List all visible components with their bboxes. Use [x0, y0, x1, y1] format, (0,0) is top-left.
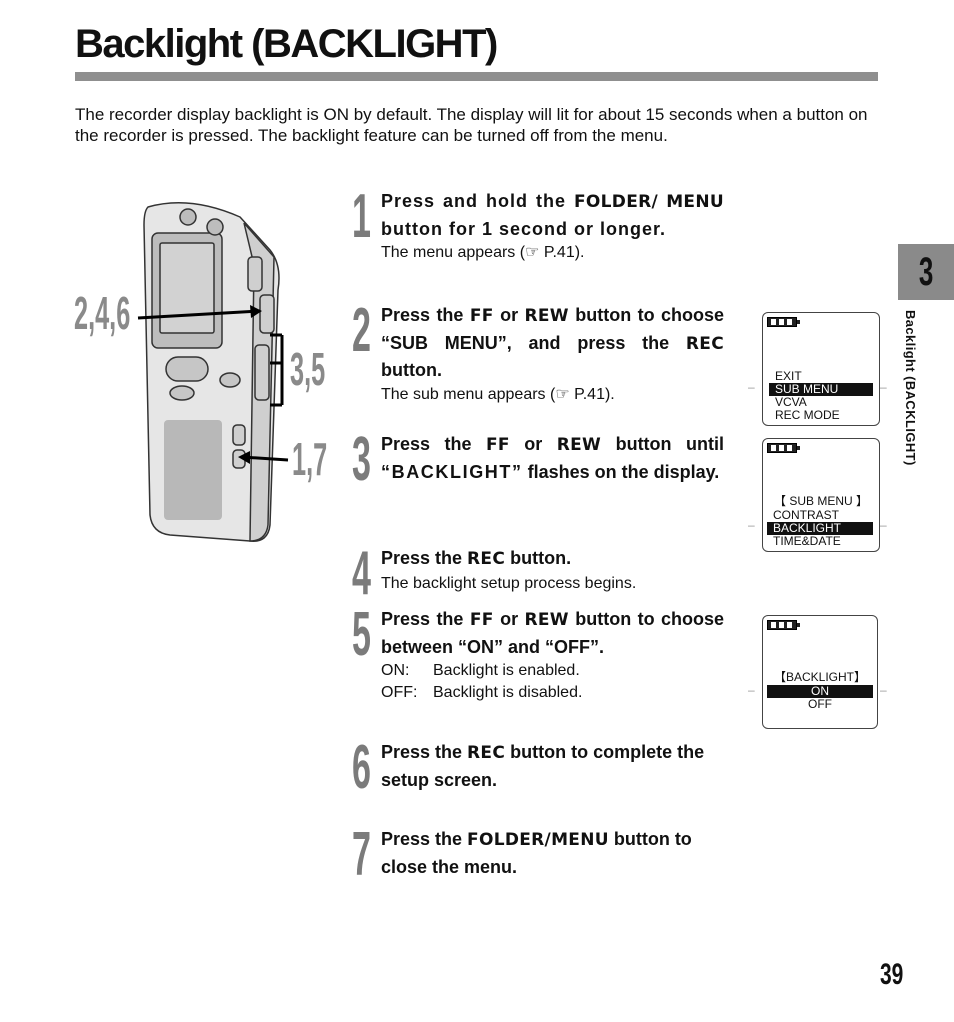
step-note: The menu appears (☞ P.41). [381, 244, 585, 261]
lcd-item: OFF [808, 697, 832, 711]
flash-marks: – [880, 518, 889, 532]
side-section-label: Backlight (BACKLIGHT) [903, 310, 918, 466]
flash-marks: – [748, 683, 757, 697]
step-3: 3 Press the FF or REW button until “BACK… [352, 429, 724, 491]
lcd-item: CONTRAST [773, 508, 839, 522]
step-number: 7 [352, 820, 371, 889]
figure-label-c: 1,7 [292, 433, 328, 485]
step-note: The sub menu appears (☞ P.41). [381, 385, 615, 403]
step-instruction: Press the FF or REW button to choose bet… [381, 609, 724, 657]
step-instruction: Press and hold the FOLDER/ MENU button f… [381, 191, 724, 239]
flash-marks: – [748, 518, 757, 532]
step-instruction: Press the REC button to complete the set… [381, 742, 705, 790]
lcd-item: TIME&DATE [773, 534, 841, 548]
lcd-item-selected: SUB MENU [769, 383, 873, 396]
battery-icon [767, 317, 800, 327]
lcd-item-selected: ON [767, 685, 873, 698]
intro-paragraph: The recorder display backlight is ON by … [75, 105, 868, 145]
step-instruction: Press the FF or REW button to choose “SU… [381, 305, 724, 380]
step-5: 5 Press the FF or REW button to choose b… [352, 600, 724, 704]
lcd-screen-submenu: 【 SUB MENU 】 CONTRAST BACKLIGHT TIME&DAT… [762, 438, 880, 552]
figure-label-a: 2,4,6 [74, 287, 131, 339]
step-2: 2 Press the FF or REW button to choose “… [352, 296, 724, 406]
lcd-screen-backlight: 【BACKLIGHT】 ON OFF [762, 615, 878, 729]
step-number: 5 [352, 600, 371, 669]
flash-marks: – [880, 380, 889, 394]
step-6: 6 Press the REC button to complete the s… [352, 737, 724, 799]
battery-icon [767, 620, 800, 630]
step-1: 1 Press and hold the FOLDER/ MENU button… [352, 182, 724, 264]
page-title: Backlight (BACKLIGHT) [75, 22, 498, 66]
step-4: 4 Press the REC button. The backlight se… [352, 543, 724, 605]
step-7: 7 Press the FOLDER/MENU button to close … [352, 824, 724, 886]
figure-label-b: 3,5 [290, 343, 326, 395]
chapter-tab: 3 [898, 244, 954, 300]
flash-marks: – [748, 380, 757, 394]
lcd-item: EXIT [775, 369, 802, 383]
step-instruction: Press the FOLDER/MENU button to close th… [381, 829, 692, 877]
step-number: 2 [352, 296, 371, 365]
lcd-item-selected: BACKLIGHT [767, 522, 873, 535]
page-number: 39 [880, 958, 904, 991]
recorder-illustration [137, 202, 289, 542]
lcd-header: 【 SUB MENU 】 [773, 494, 868, 508]
title-rule [75, 72, 878, 81]
lcd-screen-menu: EXIT SUB MENU VCVA REC MODE [762, 312, 880, 426]
step-instruction: Press the REC button. [381, 548, 572, 569]
lcd-item: REC MODE [775, 408, 840, 422]
step-number: 6 [352, 733, 371, 802]
flash-marks: – [880, 683, 889, 697]
step-note-off: OFF:Backlight is disabled. [381, 684, 583, 701]
lcd-item: VCVA [775, 395, 807, 409]
step-note: The backlight setup process begins. [381, 574, 637, 592]
lcd-header: 【BACKLIGHT】 [773, 670, 867, 684]
step-number: 3 [352, 425, 371, 494]
battery-icon [767, 443, 800, 453]
step-number: 1 [352, 182, 371, 251]
step-note-on: ON:Backlight is enabled. [381, 662, 580, 679]
step-number: 4 [352, 539, 371, 608]
step-instruction: Press the FF or REW button until “BACKLI… [381, 434, 724, 482]
